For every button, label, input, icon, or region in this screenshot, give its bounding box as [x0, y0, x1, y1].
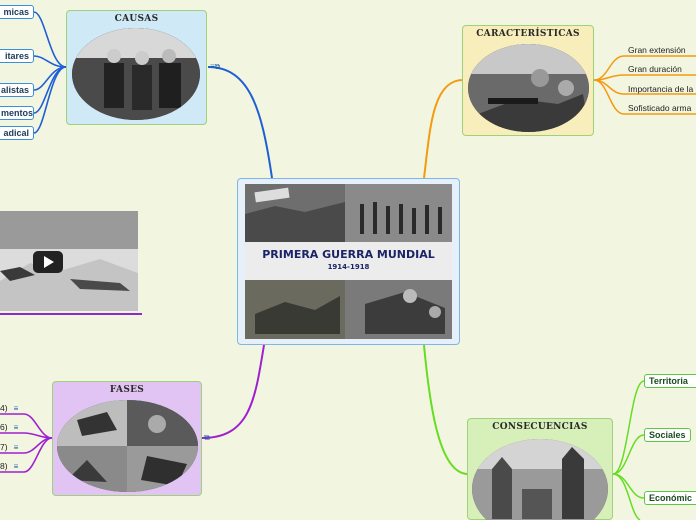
- fases-leaf-3[interactable]: 7)≡: [0, 442, 19, 452]
- notes-icon[interactable]: ≡: [13, 423, 19, 432]
- central-title: PRIMERA GUERRA MUNDIAL: [262, 248, 435, 261]
- caracteristicas-leaf-1[interactable]: Gran extensión: [628, 45, 686, 55]
- causas-leaf-4[interactable]: mentos: [0, 106, 34, 120]
- notes-icon[interactable]: ≡: [13, 404, 19, 413]
- consecuencias-title: CONSECUENCIAS: [492, 422, 588, 432]
- video-thumbnail[interactable]: [0, 211, 138, 311]
- consecuencias-leaf-1[interactable]: Territoria: [644, 374, 696, 388]
- fases-title: FASES: [109, 385, 145, 395]
- consecuencias-leaf-3[interactable]: Económic: [644, 491, 696, 505]
- caracteristicas-image: [468, 44, 589, 132]
- causas-leaf-5[interactable]: adical: [0, 126, 34, 140]
- causas-image: [72, 28, 200, 120]
- causas-leaf-3[interactable]: alistas: [0, 83, 34, 97]
- causas-leaf-1[interactable]: micas: [0, 5, 34, 19]
- central-topic[interactable]: PRIMERA GUERRA MUNDIAL 1914-1918: [237, 178, 460, 345]
- play-button[interactable]: [33, 251, 63, 273]
- caracteristicas-leaf-3[interactable]: Importancia de la: [628, 84, 694, 94]
- fases-leaf-4[interactable]: 8)≡: [0, 461, 19, 471]
- play-icon: [44, 256, 54, 268]
- caracteristicas-leaf-2[interactable]: Gran duración: [628, 64, 682, 74]
- causas-notes-icon[interactable]: ≡⧉: [210, 62, 221, 71]
- causas-node[interactable]: CAUSAS: [66, 10, 207, 125]
- notes-icon[interactable]: ≡: [13, 443, 19, 452]
- fases-leaf-2[interactable]: 6)≡: [0, 422, 19, 432]
- causas-title: CAUSAS: [114, 14, 159, 24]
- notes-icon[interactable]: ≡: [13, 462, 19, 471]
- fases-leaf-1[interactable]: 4)≡: [0, 403, 19, 413]
- causas-link-icon[interactable]: ⧉: [214, 62, 221, 71]
- caracteristicas-leaf-4[interactable]: Sofisticado arma: [628, 103, 692, 113]
- war-collage-image: [245, 184, 452, 339]
- consecuencias-image: [472, 439, 608, 520]
- fases-node[interactable]: FASES: [52, 381, 202, 496]
- causas-leaf-2[interactable]: itares: [0, 49, 34, 63]
- fases-image: [57, 400, 198, 492]
- consecuencias-leaf-2[interactable]: Sociales: [644, 428, 691, 442]
- consecuencias-node[interactable]: CONSECUENCIAS: [467, 418, 613, 520]
- caracteristicas-title: CARACTERÍSTICAS: [476, 29, 580, 39]
- central-subtitle: 1914-1918: [327, 263, 370, 271]
- central-image: [245, 184, 452, 339]
- fases-link-icon[interactable]: ⧉: [204, 433, 210, 442]
- caracteristicas-node[interactable]: CARACTERÍSTICAS: [462, 25, 594, 136]
